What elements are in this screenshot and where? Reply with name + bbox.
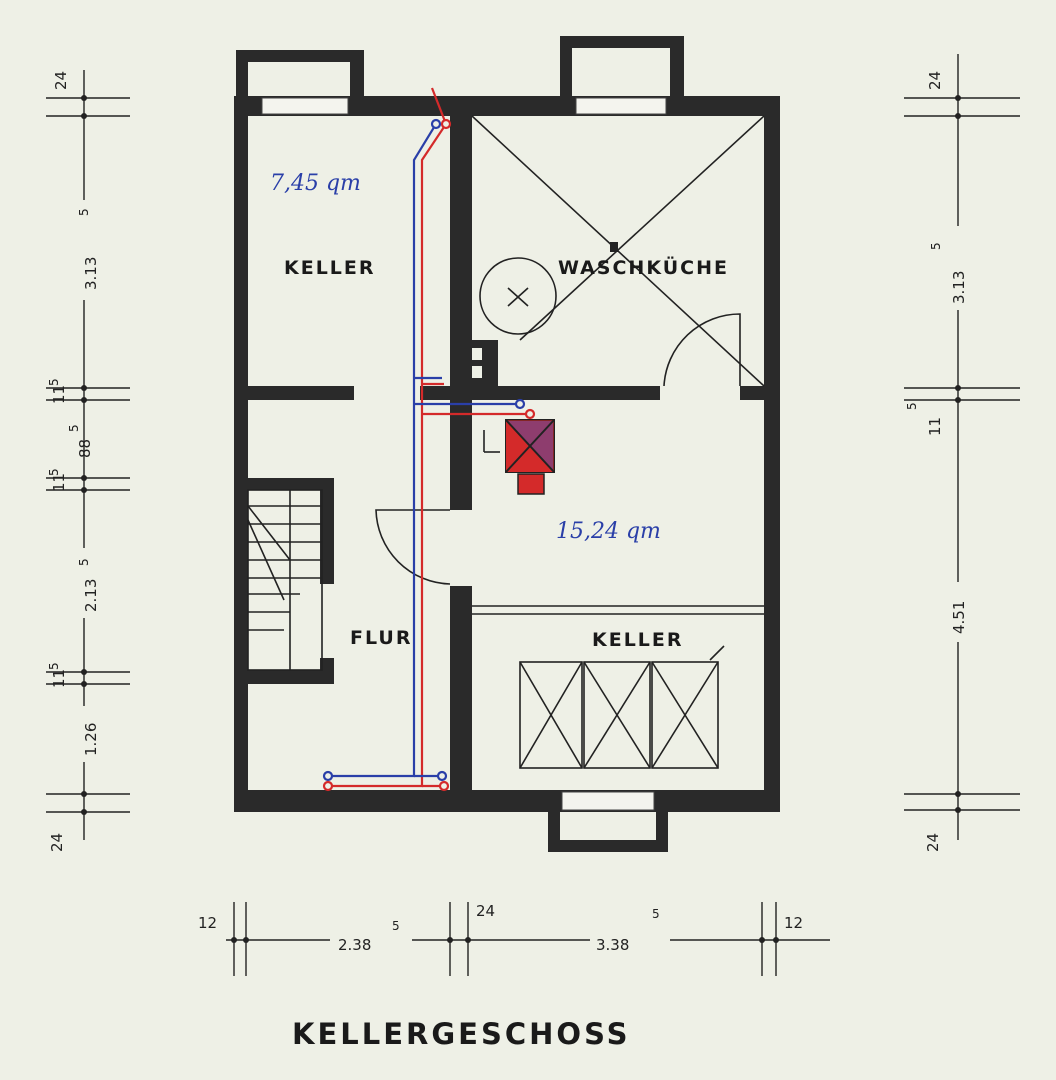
floor-drain [479, 257, 557, 335]
boiler-icon [483, 419, 555, 495]
dimension-label-dims-bottom-d5: 12 [784, 914, 803, 932]
dimension-chain-bottom: 12 2.38 5 24 3.38 5 12 [198, 902, 830, 976]
dimension-label-dims-right-d3-sup: 5 [905, 402, 919, 410]
dimension-label-dims-left-d3: 11 [50, 385, 68, 404]
dimension-label-dims-left-d9: 24 [48, 833, 66, 852]
storage-bins [472, 605, 764, 769]
dimension-label-dims-bottom-d3: 24 [476, 902, 495, 920]
dimension-chain-left: 24 3.13 5 11 5 88 5 11 5 2.13 5 11 5 1.2… [46, 70, 130, 852]
drawing-title: KELLERGESCHOSS [292, 1017, 631, 1051]
dimension-label-dims-left-d7-sup: 5 [47, 662, 61, 670]
room-label-keller-top: KELLER [284, 257, 376, 279]
dimension-label-dims-right-d2-sup: 5 [929, 242, 943, 250]
dimension-label-dims-bottom-d4: 3.38 [596, 936, 629, 954]
area-main: 15,24 qm [556, 519, 661, 544]
windows [261, 97, 667, 811]
room-label-keller-bottom: KELLER [592, 629, 684, 651]
dimension-label-dims-bottom-d2: 2.38 [338, 936, 371, 954]
heating-pipes [322, 87, 536, 792]
dimension-label-dims-left-d6: 2.13 [82, 579, 100, 612]
dimension-label-dims-left-d1: 24 [52, 71, 70, 90]
dimension-label-dims-left-d7: 11 [50, 669, 68, 688]
dimension-label-dims-left-d6-sup: 5 [77, 558, 91, 566]
staircase [247, 489, 323, 671]
dimension-label-dims-bottom-d1: 12 [198, 914, 217, 932]
doors [375, 313, 741, 585]
ceiling-opening-cross [471, 115, 765, 387]
dimension-label-dims-left-d2-sup: 5 [77, 208, 91, 216]
dimension-label-dims-right-d4: 4.51 [950, 601, 968, 634]
dimension-label-dims-bottom-d4-sup: 5 [652, 907, 660, 921]
dimension-label-dims-left-d4: 88 [76, 439, 94, 458]
dimension-label-dims-right-d5: 24 [924, 833, 942, 852]
dimension-label-dims-left-d5-sup: 5 [47, 468, 61, 476]
area-keller-top: 7,45 qm [270, 171, 361, 196]
dimension-label-dims-left-d4-sup: 5 [67, 424, 81, 432]
dimension-label-dims-left-d8: 1.26 [82, 723, 100, 756]
room-label-flur: FLUR [350, 627, 412, 649]
dimension-label-dims-right-d2: 3.13 [950, 271, 968, 304]
room-label-waschkueche: WASCHKÜCHE [558, 255, 729, 279]
dimension-label-dims-right-d3: 11 [926, 417, 944, 436]
dimension-label-dims-left-d5: 11 [50, 473, 68, 492]
dimension-label-dims-left-d2: 3.13 [82, 257, 100, 290]
dimension-chain-right: 24 3.13 5 11 5 4.51 24 [904, 54, 1020, 852]
dimension-label-dims-bottom-d2-sup: 5 [392, 919, 400, 933]
dimension-label-dims-right-d1: 24 [926, 71, 944, 90]
dimension-label-dims-left-d3-sup: 5 [47, 378, 61, 386]
